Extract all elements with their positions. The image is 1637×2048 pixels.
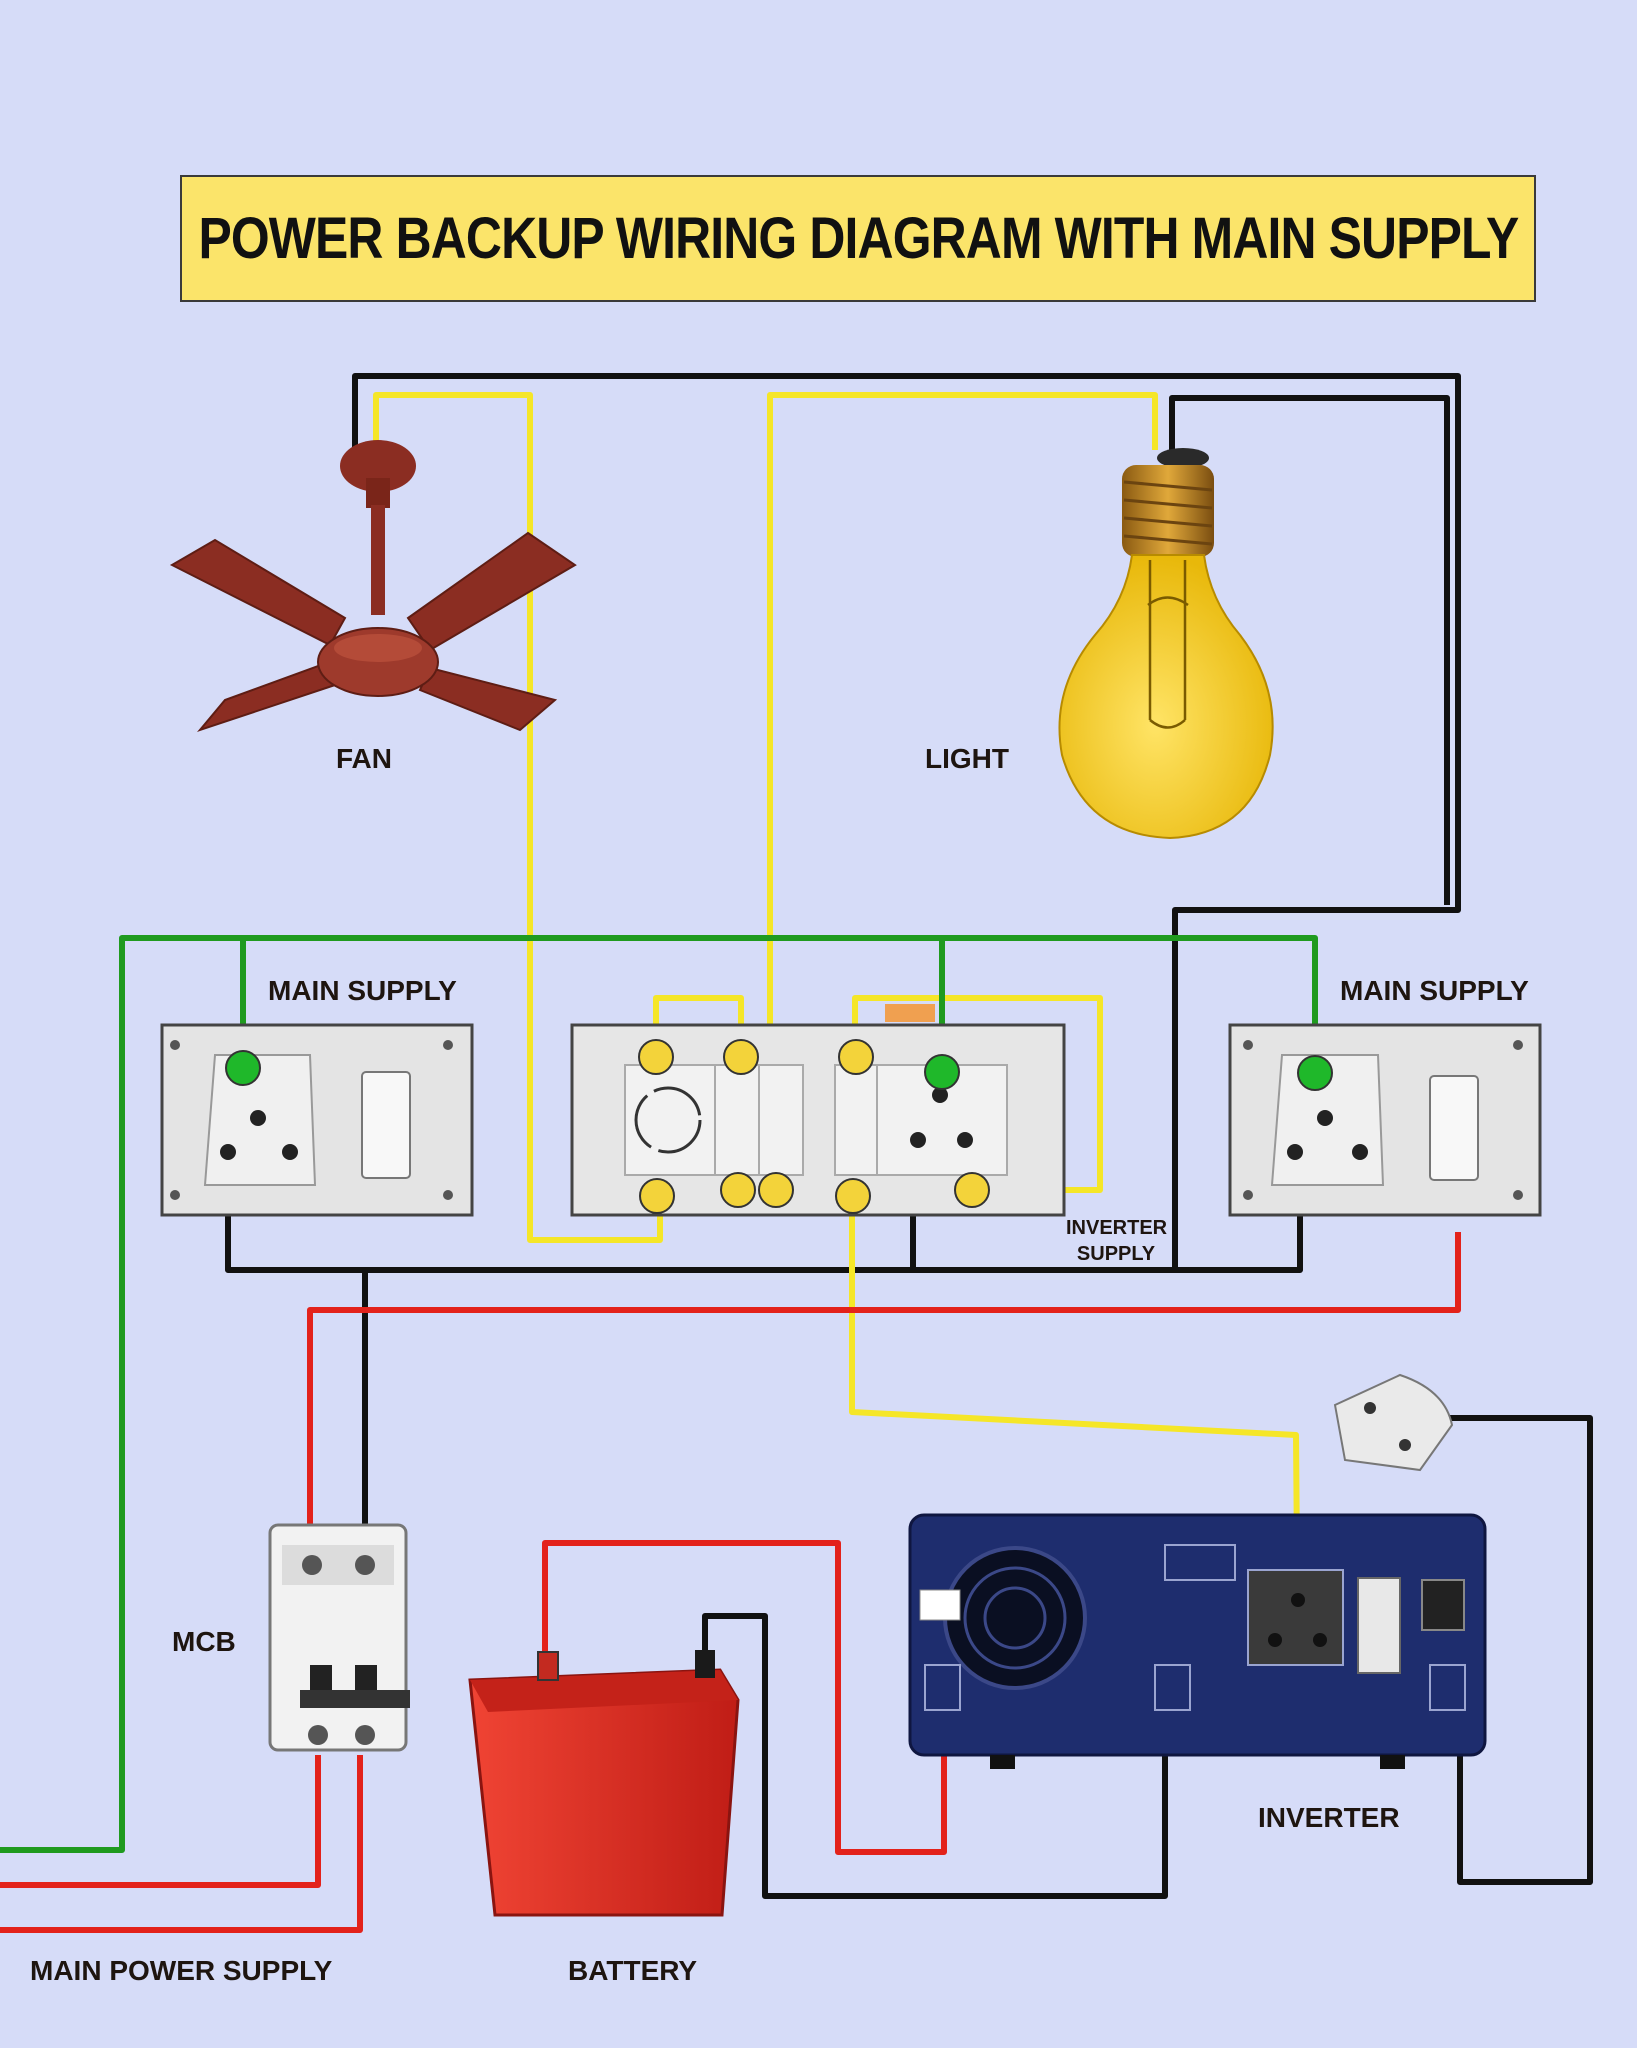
title-banner: POWER BACKUP WIRING DIAGRAM WITH MAIN SU… bbox=[180, 175, 1536, 302]
wire-red-main-bus bbox=[307, 1232, 1461, 1555]
wire-black-switchboard-bus bbox=[225, 1170, 1303, 1273]
terminal-top-2 bbox=[723, 1039, 759, 1075]
mcb-icon bbox=[268, 1523, 410, 1752]
terminal-bottom-4 bbox=[835, 1178, 871, 1214]
wire-green-earth-bus bbox=[0, 935, 1318, 1853]
inverter-supply-label-2: SUPPLY bbox=[1076, 1243, 1156, 1265]
page-title: POWER BACKUP WIRING DIAGRAM WITH MAIN SU… bbox=[197, 206, 1519, 271]
right-switchboard bbox=[1228, 1023, 1542, 1217]
terminal-top-3 bbox=[838, 1039, 874, 1075]
center-earth-terminal bbox=[924, 1054, 960, 1090]
battery-icon bbox=[468, 1650, 740, 1917]
wire-red-battery-to-inverter bbox=[542, 1540, 947, 1855]
terminal-bottom-5 bbox=[954, 1172, 990, 1208]
light-bulb-icon bbox=[1058, 448, 1274, 840]
light-label: LIGHT bbox=[925, 743, 1009, 774]
wire-black-battery-to-inverter bbox=[702, 1613, 1168, 1899]
wire-red-main-in-b bbox=[0, 1755, 363, 1933]
wire-red-main-in-a bbox=[0, 1755, 321, 1888]
fan-label: FAN bbox=[336, 743, 392, 774]
inverter-icon bbox=[908, 1513, 1487, 1769]
mcb-label: MCB bbox=[172, 1626, 236, 1657]
main-power-supply-label: MAIN POWER SUPPLY bbox=[30, 1955, 333, 1986]
ceiling-fan-icon bbox=[169, 440, 577, 733]
wire-black-bulb-loop bbox=[1169, 395, 1450, 905]
right-earth-terminal bbox=[1297, 1055, 1333, 1091]
black-wires bbox=[225, 373, 1593, 1899]
terminal-bottom-1 bbox=[639, 1178, 675, 1214]
terminal-bottom-2 bbox=[720, 1172, 756, 1208]
terminal-bottom-3 bbox=[758, 1172, 794, 1208]
inverter-label: INVERTER bbox=[1258, 1802, 1400, 1833]
left-switchboard bbox=[160, 1023, 474, 1217]
wire-black-plug-to-inverter bbox=[1445, 1415, 1593, 1885]
inverter-supply-label-1: INVERTER bbox=[1066, 1217, 1168, 1239]
wire-black-fan-loop bbox=[352, 373, 1461, 1272]
left-earth-terminal bbox=[225, 1050, 261, 1086]
plug-icon bbox=[1333, 1373, 1454, 1472]
main-supply-left-label: MAIN SUPPLY bbox=[268, 975, 457, 1006]
main-supply-right-label: MAIN SUPPLY bbox=[1340, 975, 1529, 1006]
yellow-terminals bbox=[638, 1039, 990, 1214]
wire-yellow-jumper bbox=[653, 995, 744, 1040]
wire-yellow-fan-loop bbox=[373, 392, 663, 1243]
wire-yellow-bulb-loop bbox=[767, 392, 1158, 1048]
terminal-top-1 bbox=[638, 1039, 674, 1075]
center-switchboard bbox=[570, 1004, 1066, 1217]
battery-label: BATTERY bbox=[568, 1955, 698, 1986]
